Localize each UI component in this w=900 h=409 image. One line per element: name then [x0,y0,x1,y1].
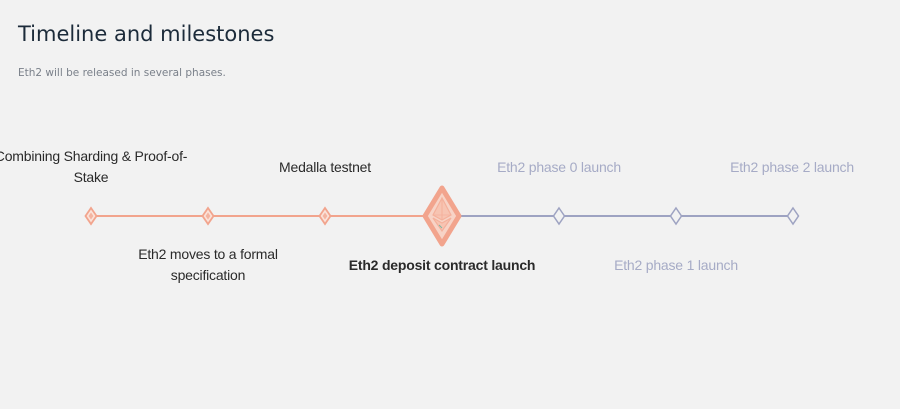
diamond-icon [201,206,215,226]
timeline-track-upcoming [442,215,793,217]
timeline-track-completed [91,215,442,217]
ethereum-icon [422,185,462,247]
diamond-icon [84,206,98,226]
milestone-label-2: Medalla testnet [279,159,371,175]
diamond-outline-icon [786,206,800,226]
milestone-label-6: Eth2 phase 2 launch [730,159,854,175]
diamond-outline-icon [552,206,566,226]
milestone-label-0: Combining Sharding & Proof-of-Stake [0,148,188,185]
milestone-label-3: Eth2 deposit contract launch [348,257,536,273]
milestone-label-5: Eth2 phase 1 launch [614,257,738,273]
diamond-outline-icon [669,206,683,226]
milestone-label-4: Eth2 phase 0 launch [497,159,621,175]
page-subtitle: Eth2 will be released in several phases. [18,67,226,79]
page-title: Timeline and milestones [18,22,275,46]
diamond-icon [318,206,332,226]
milestone-label-1: Eth2 moves to a formal specification [138,246,278,283]
